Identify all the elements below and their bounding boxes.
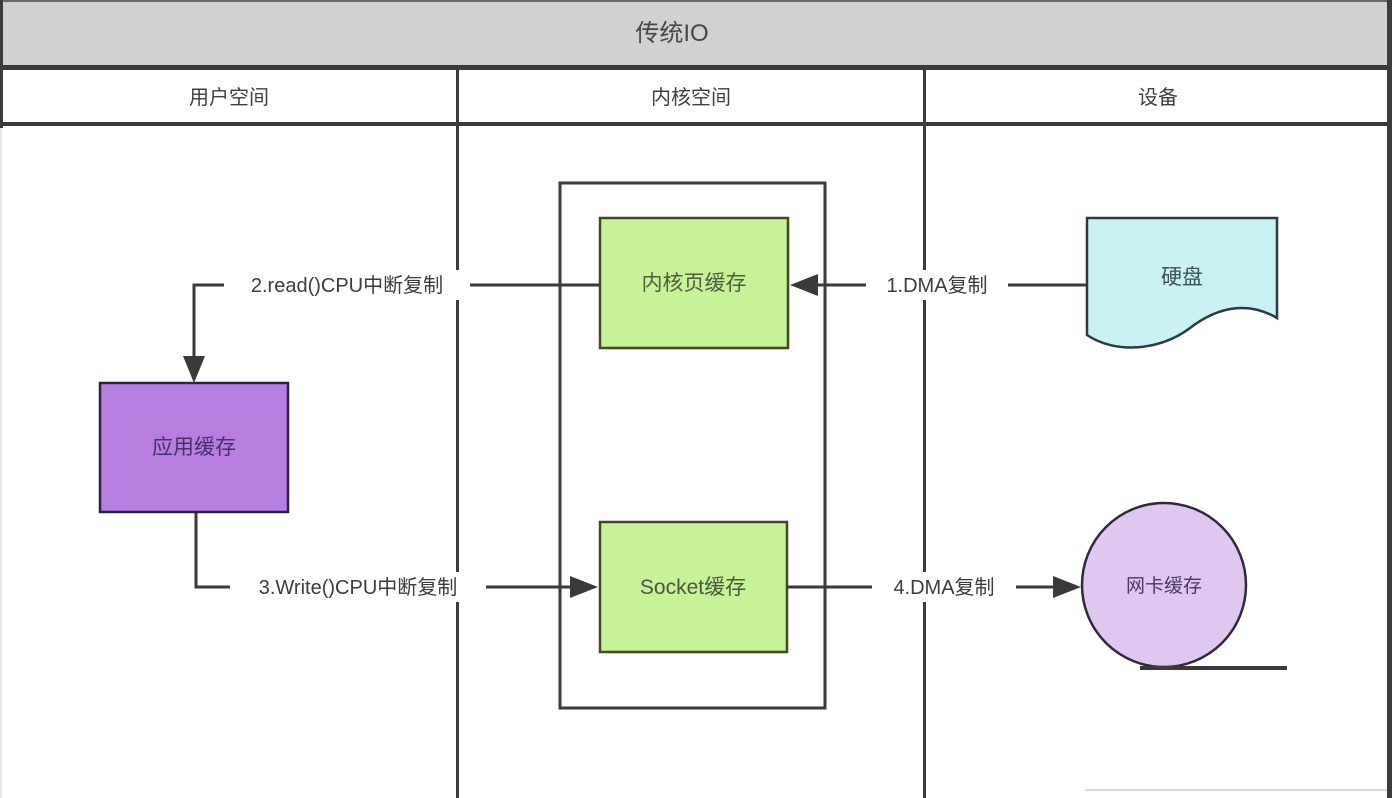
node-label: 应用缓存 [152,436,236,459]
lane-divider-1 [456,65,459,798]
label-bg [230,572,486,602]
node-label: 内核页缓存 [642,272,747,295]
right-border [1387,0,1392,798]
node-hard-disk: 硬盘 [1085,216,1279,349]
left-border-body [0,128,2,798]
label-bg [872,572,1016,602]
node-app-buffer: 应用缓存 [98,381,290,514]
label-bg [866,270,1008,300]
lane-header-device: 设备 [1138,86,1178,109]
label-bg [224,270,470,300]
top-border [0,0,1392,2]
node-label: Socket缓存 [640,576,746,599]
lane-header-kernel-space: 内核空间 [651,86,731,109]
node-nic-buffer: 网卡缓存 [1080,501,1287,670]
arrowhead-down-icon [183,356,205,383]
lane-header-user-space: 用户空间 [189,86,269,109]
arrowhead-right-icon [570,576,598,598]
header-divider-top [0,65,1392,70]
flow-label-read-cpu-copy-2: 2.read()CPU中断复制 [251,274,443,297]
left-border-header [0,0,3,128]
node-socket-buffer: Socket缓存 [598,520,789,654]
flow-label-write-cpu-copy-3: 3.Write()CPU中断复制 [259,576,458,599]
node-label: 硬盘 [1161,266,1203,289]
header-divider-bottom [0,122,1392,126]
diagram-title: 传统IO [635,20,708,47]
flow-label-dma-copy-4: 4.DMA复制 [893,576,994,599]
cutoff-shape-edge [1085,789,1387,791]
kernel-space-container [558,181,827,710]
lane-divider-2 [923,65,926,798]
flow-label-dma-copy-1: 1.DMA复制 [886,274,987,297]
title-bar [0,0,1392,65]
arrowhead-left-icon [790,274,818,296]
node-label: 网卡缓存 [1126,575,1202,597]
node-kernel-page-cache: 内核页缓存 [598,216,790,350]
arrowhead-right-icon [1053,576,1081,598]
